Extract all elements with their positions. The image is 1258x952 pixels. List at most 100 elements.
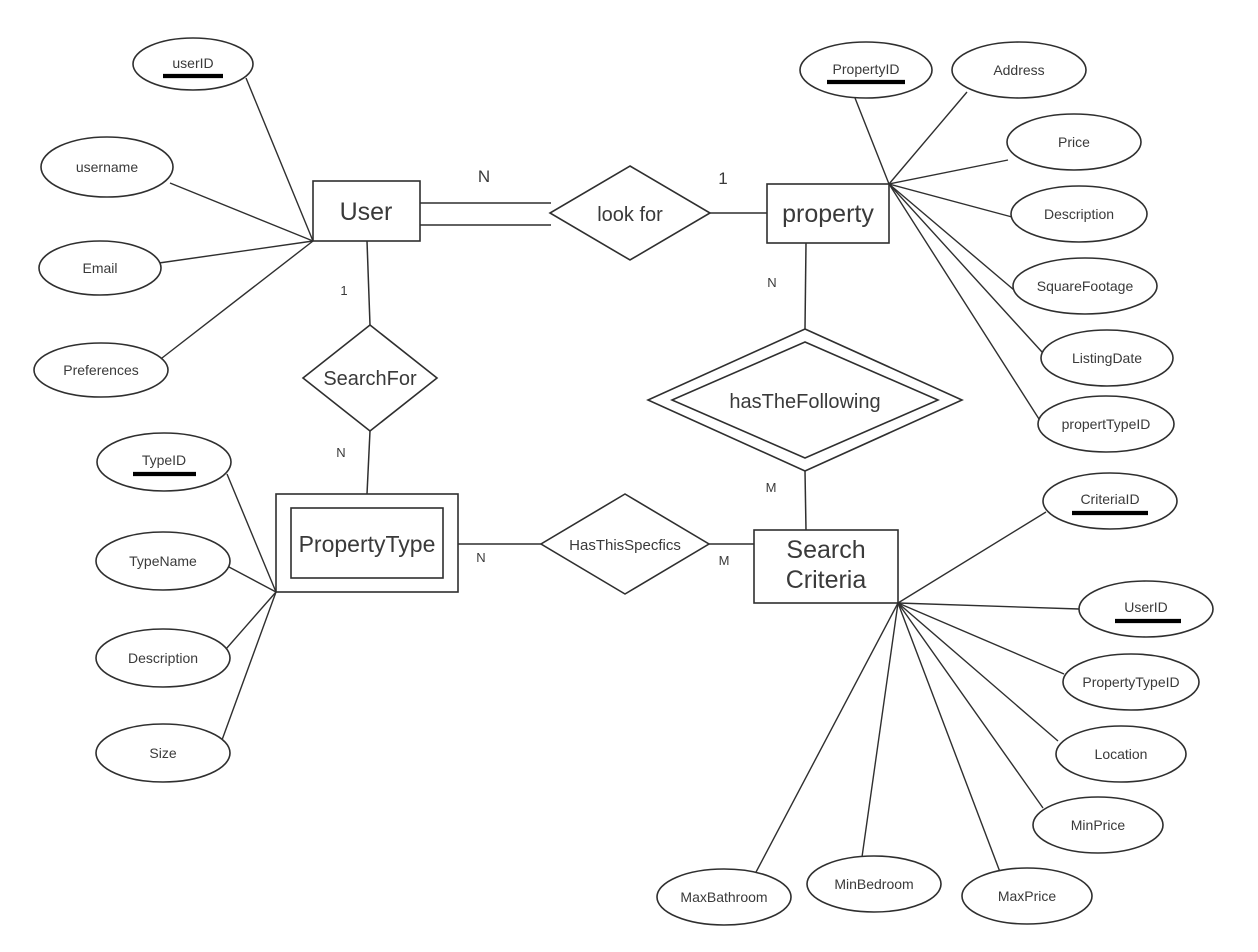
connector-property-propertyid: [854, 97, 890, 185]
relationship-hasthefollowing[interactable]: hasTheFollowing: [646, 328, 964, 472]
attribute-searchcriteria-criteriaid[interactable]: CriteriaID: [1042, 472, 1178, 530]
attribute-label: Location: [1095, 746, 1148, 762]
connector-searchfor-propertytype: [366, 430, 371, 495]
diamond-shape: [539, 493, 711, 595]
connector-propertytype-size: [221, 591, 277, 741]
attribute-propertytype-typeid[interactable]: TypeID: [96, 432, 232, 492]
cardinality-user-searchfor: 1: [340, 283, 347, 298]
attribute-label: TypeName: [129, 553, 197, 569]
attribute-label: Size: [149, 745, 176, 761]
attribute-label: username: [76, 159, 138, 175]
attribute-property-address[interactable]: Address: [951, 41, 1087, 99]
attribute-user-email[interactable]: Email: [38, 240, 162, 296]
attribute-label: ListingDate: [1072, 350, 1142, 366]
attribute-property-propertyid[interactable]: PropertyID: [799, 41, 933, 99]
connector-user-userid: [245, 77, 314, 242]
diamond-shape-inner: [669, 341, 941, 459]
relationship-label: hasTheFollowing: [729, 391, 880, 413]
attribute-propertytype-typename[interactable]: TypeName: [95, 531, 231, 591]
attribute-label: SquareFootage: [1037, 278, 1134, 294]
ellipse-shape: [1032, 796, 1164, 854]
cardinality-hasthefollowing-searchcriteria: M: [766, 480, 777, 495]
attribute-searchcriteria-maxprice[interactable]: MaxPrice: [961, 867, 1093, 925]
attribute-searchcriteria-propertytypeid[interactable]: PropertyTypeID: [1062, 653, 1200, 711]
entity-propertytype[interactable]: PropertyType: [275, 493, 459, 593]
ellipse-shape: [1055, 725, 1187, 783]
entity-searchcriteria[interactable]: Search Criteria: [753, 529, 899, 604]
cardinality-labels: N 1 1 N N M N M: [336, 167, 776, 568]
connector-hasthefollowing-searchcriteria: [804, 470, 807, 531]
attribute-property-properttypeid[interactable]: propertTypeID: [1037, 395, 1175, 453]
entity-box: [766, 183, 890, 244]
attribute-property-price[interactable]: Price: [1006, 113, 1142, 171]
entity-label: User: [340, 198, 393, 226]
attribute-label: Price: [1058, 134, 1090, 150]
relationship-label: SearchFor: [323, 368, 417, 390]
connector-property-price: [888, 159, 1009, 185]
entity-box: [753, 529, 899, 604]
attribute-user-userid[interactable]: userID: [132, 37, 254, 91]
ellipse-shape: [33, 342, 169, 398]
connector-propertytype-typeid: [226, 473, 277, 593]
entity-property[interactable]: property: [766, 183, 890, 244]
entity-label: property: [782, 200, 874, 228]
ellipse-shape: [40, 136, 174, 198]
entity-label: PropertyType: [299, 531, 436, 557]
connector-sc-userid: [897, 602, 1080, 610]
attribute-label: userID: [172, 55, 213, 71]
ellipse-shape: [961, 867, 1093, 925]
attribute-searchcriteria-maxbathroom[interactable]: MaxBathroom: [656, 868, 792, 926]
ellipse-shape: [38, 240, 162, 296]
attribute-propertytype-size[interactable]: Size: [95, 723, 231, 783]
ellipse-shape: [1062, 653, 1200, 711]
entity-box-outer: [275, 493, 459, 593]
attribute-label: Preferences: [63, 362, 138, 378]
relationship-lookfor[interactable]: look for: [548, 165, 712, 261]
diamond-shape: [301, 323, 439, 433]
connector-sc-location: [897, 602, 1059, 742]
relationship-hasthisspecfics[interactable]: HasThisSpecfics: [539, 493, 711, 595]
ellipse-shape: [1037, 395, 1175, 453]
connector-user-searchfor: [366, 240, 371, 326]
attribute-property-listingdate[interactable]: ListingDate: [1040, 329, 1174, 387]
relationship-label: HasThisSpecfics: [569, 537, 681, 554]
attribute-label: Description: [128, 650, 198, 666]
ellipse-shape: [806, 855, 942, 913]
cardinality-user-lookfor: N: [478, 167, 490, 186]
cardinality-propertytype-hasthisspecfics: N: [476, 550, 485, 565]
relationship-connectors: [366, 202, 807, 545]
attribute-searchcriteria-minbedroom[interactable]: MinBedroom: [806, 855, 942, 913]
connector-sc-criteriaid: [897, 511, 1047, 604]
attribute-property-squarefootage[interactable]: SquareFootage: [1012, 257, 1158, 315]
attribute-propertytype-description[interactable]: Description: [95, 628, 231, 688]
attribute-user-preferences[interactable]: Preferences: [33, 342, 169, 398]
connector-sc-maxprice: [897, 602, 1001, 873]
entity-label-line1: Search: [786, 536, 865, 564]
ellipse-shape: [1040, 329, 1174, 387]
ellipse-shape: [95, 531, 231, 591]
entity-user[interactable]: User: [312, 180, 421, 242]
attribute-searchcriteria-location[interactable]: Location: [1055, 725, 1187, 783]
connector-user-username: [169, 182, 314, 242]
attribute-label: CriteriaID: [1080, 491, 1139, 507]
ellipse-shape: [951, 41, 1087, 99]
connector-user-preferences: [161, 240, 314, 359]
diamond-shape: [548, 165, 712, 261]
attribute-label: Description: [1044, 206, 1114, 222]
attribute-connectors: [158, 77, 1080, 875]
relationship-searchfor[interactable]: SearchFor: [301, 323, 439, 433]
connector-sc-propertytypeid: [897, 602, 1065, 675]
attribute-label: MaxBathroom: [680, 889, 767, 905]
connector-sc-maxbathroom: [754, 602, 899, 875]
cardinality-hasthisspecfics-searchcriteria: M: [719, 553, 730, 568]
attribute-searchcriteria-minprice[interactable]: MinPrice: [1032, 796, 1164, 854]
connector-property-properttypeid: [888, 183, 1040, 420]
relationship-label: look for: [597, 204, 663, 226]
attribute-label: PropertyTypeID: [1082, 674, 1179, 690]
attribute-property-description[interactable]: Description: [1010, 185, 1148, 243]
attribute-user-username[interactable]: username: [40, 136, 174, 198]
attribute-searchcriteria-userid[interactable]: UserID: [1078, 580, 1214, 638]
attribute-label: MaxPrice: [998, 888, 1057, 904]
